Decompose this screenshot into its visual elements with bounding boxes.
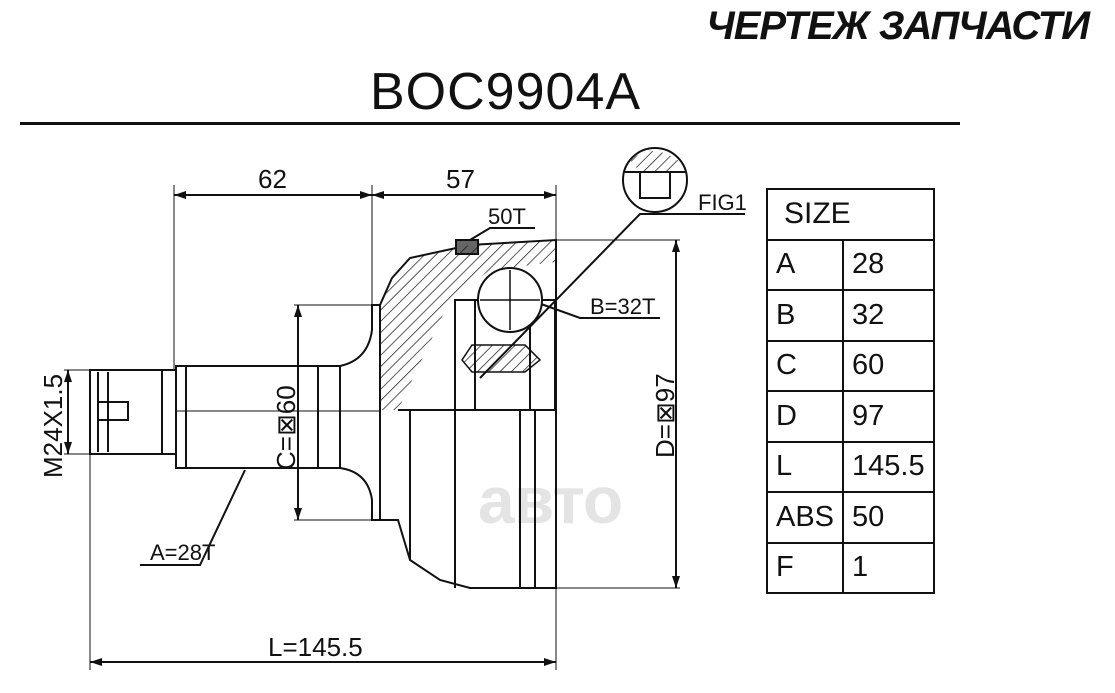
size-value: 50 [842, 491, 935, 544]
header-divider [20, 122, 960, 125]
dim-label-57: 57 [446, 164, 475, 194]
table-row: D 97 [765, 390, 935, 443]
dim-label-a: A=28T [150, 540, 215, 565]
table-row: A 28 [765, 238, 935, 291]
size-value: 32 [842, 289, 935, 342]
size-table-header-row: SIZE [766, 188, 935, 241]
spline-shaft [175, 365, 341, 469]
dim-label-fig1: FIG1 [698, 190, 747, 215]
size-key: C [765, 339, 845, 392]
dim-label-d: D=⊠97 [650, 373, 680, 458]
table-row: F 1 [765, 541, 935, 594]
size-key: D [765, 390, 845, 443]
size-key: B [765, 289, 845, 342]
thread-stub [89, 369, 163, 455]
table-row: L 145.5 [765, 440, 935, 493]
table-row: ABS 50 [765, 491, 935, 544]
brand-title: ЧЕРТЕЖ ЗАПЧАСТИ [706, 4, 1090, 48]
size-value: 97 [842, 390, 935, 443]
size-table-header: SIZE [766, 188, 935, 241]
size-value: 60 [842, 339, 935, 392]
dim-label-62: 62 [258, 164, 287, 194]
watermark-logo: авто [478, 463, 623, 537]
part-number: BOC9904A [370, 63, 642, 121]
dim-label-c: C=⊠60 [271, 385, 301, 470]
size-key: L [765, 440, 845, 493]
dim-label-l: L=145.5 [268, 632, 363, 662]
dim-label-thread: M24X1.5 [38, 374, 68, 478]
table-row: B 32 [765, 289, 935, 342]
size-value: 1 [842, 541, 935, 594]
size-value: 28 [842, 238, 935, 291]
size-key: F [765, 541, 845, 594]
size-value: 145.5 [842, 440, 935, 493]
size-key: ABS [765, 491, 845, 544]
size-table: SIZE A 28 B 32 C 60 D 97 L 145.5 ABS 50 … [765, 188, 935, 594]
size-key: A [765, 238, 845, 291]
table-row: C 60 [765, 339, 935, 392]
dim-label-50t: 50T [488, 204, 526, 229]
dim-label-b: B=32T [590, 294, 655, 319]
